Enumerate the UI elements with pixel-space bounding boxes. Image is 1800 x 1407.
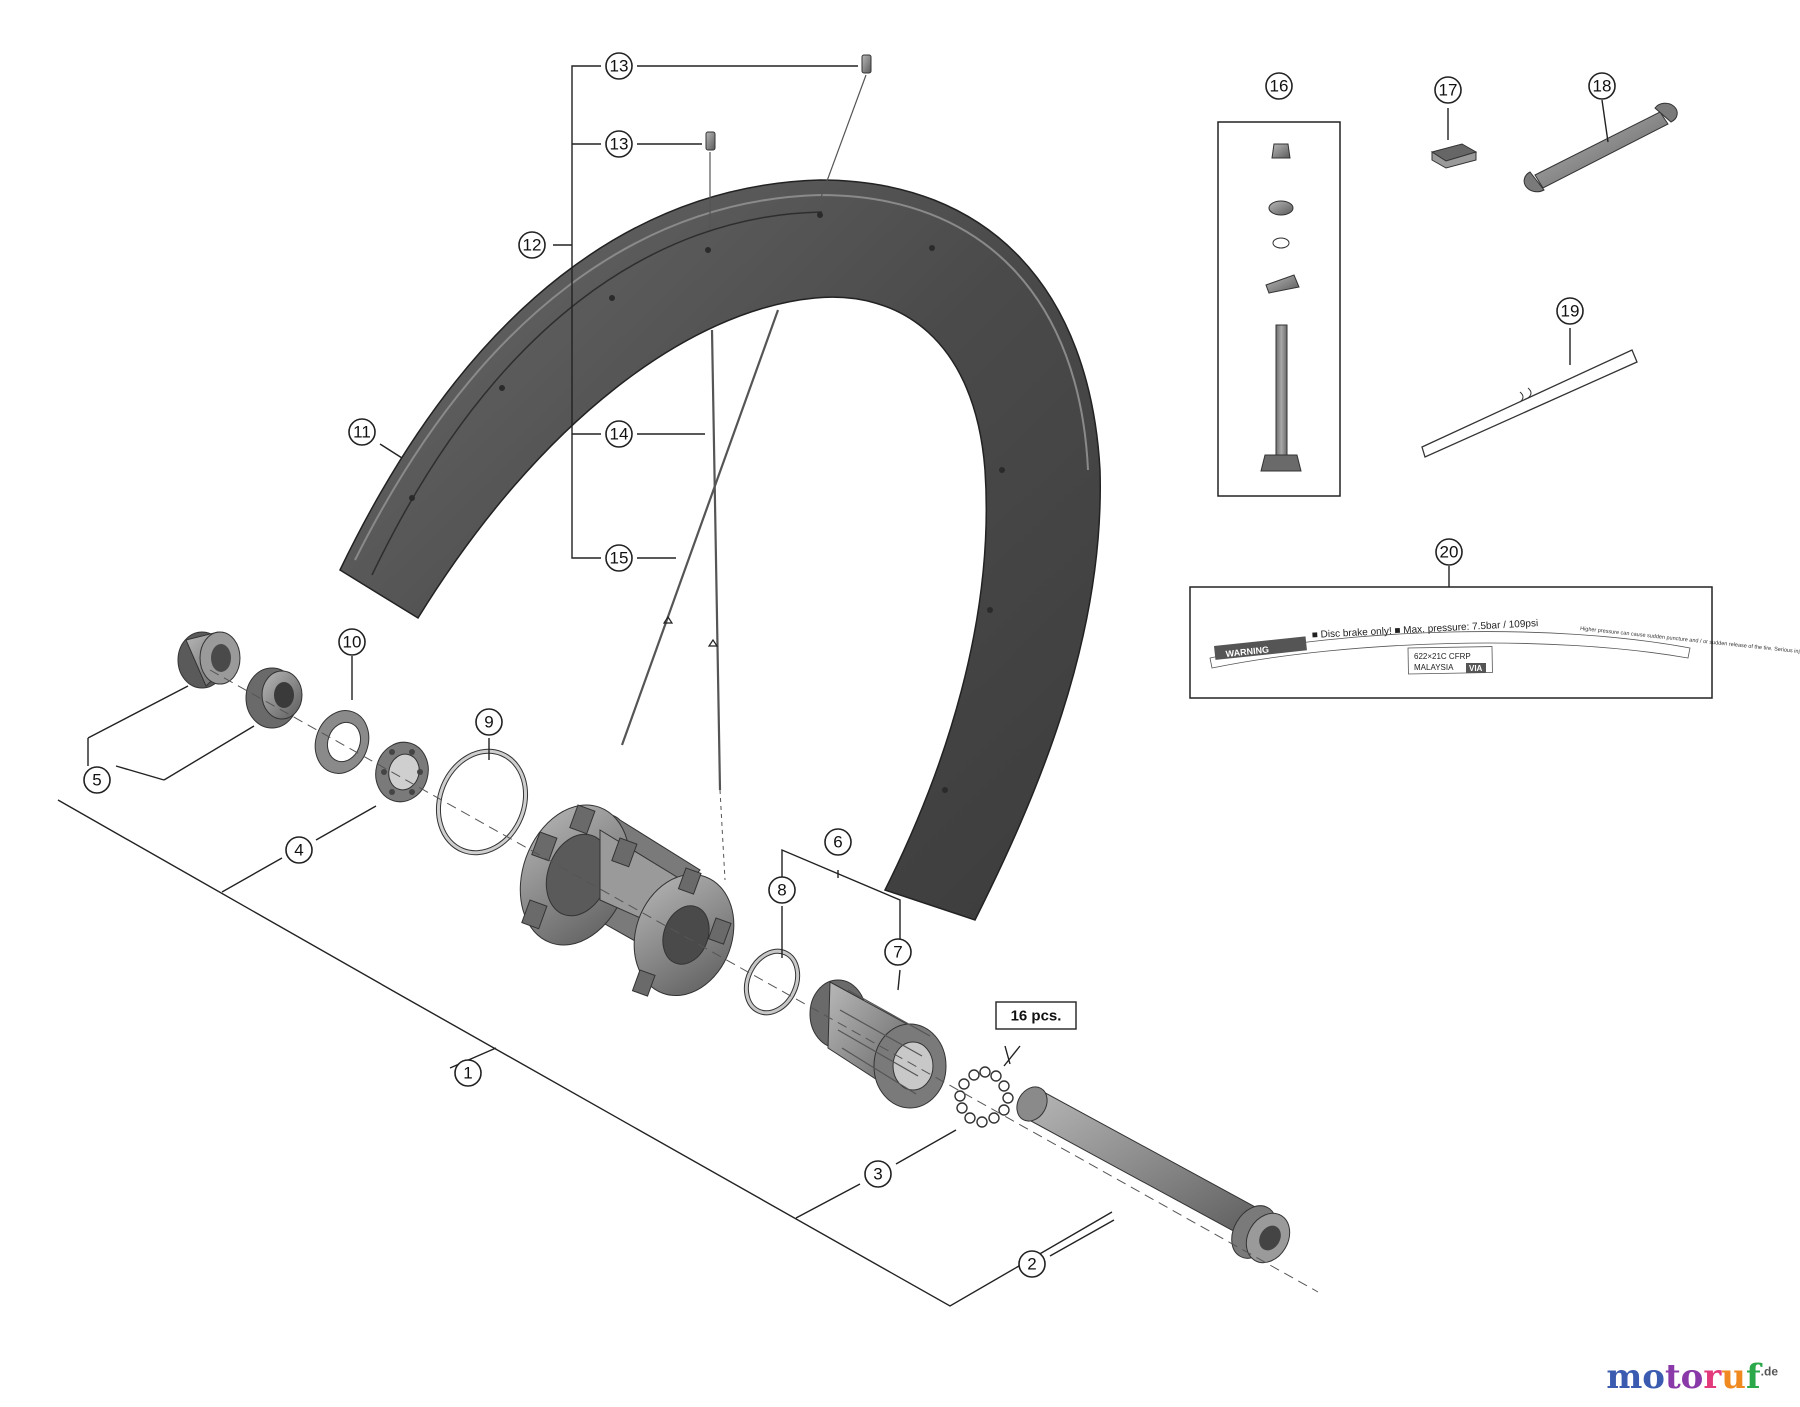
callout-5 [83,766,111,794]
callout-2-label: 2 [1027,1255,1036,1274]
bearing-4 [375,741,429,803]
callout-14 [605,420,633,448]
callout-13-mid [605,130,633,158]
valve-kit [1217,121,1341,497]
callout-6 [824,828,852,856]
decal-origin: MALAYSIA [1414,663,1454,672]
callout-19-label: 19 [1561,302,1580,321]
callouts [83,52,1616,1278]
seal-ring-8 [743,948,801,1016]
callout-10 [338,628,366,656]
rim-tape [1421,349,1638,458]
balls-quantity-box: 16 pcs. [995,1001,1077,1030]
callout-18 [1588,72,1616,100]
callout-11 [348,418,376,446]
callout-19 [1556,297,1584,325]
callout-2 [1018,1250,1046,1278]
callout-5-label: 5 [92,771,101,790]
callout-20 [1435,538,1463,566]
callout-7 [884,938,912,966]
callout-4-label: 4 [294,841,303,860]
nipple-top [861,54,872,74]
callout-13-top [605,52,633,80]
freehub-body-7 [809,979,947,1109]
callout-8-label: 8 [777,881,786,900]
callout-7-label: 7 [893,943,902,962]
callout-1-label: 1 [463,1064,472,1083]
decal-brand: VIA [1469,664,1483,673]
callout-12-label: 12 [523,236,542,255]
callout-10-label: 10 [343,633,362,652]
decal-warning: WARNING [1225,644,1269,658]
callout-9 [475,708,503,736]
hub-shell [519,804,735,997]
callout-13-top-label: 13 [610,57,629,76]
callout-12 [518,231,546,259]
rim-spoke-holes [409,212,1005,793]
dust-cap-inner [245,667,303,729]
spokes [620,309,780,791]
callout-18-label: 18 [1593,77,1612,96]
callout-3 [864,1160,892,1188]
callout-15-label: 15 [610,549,629,568]
callout-4 [285,836,313,864]
nipple-middle [705,131,716,151]
callout-14-label: 14 [610,425,629,444]
decal-box: WARNING ■ Disc brake only! ■ Max. pressu… [1189,586,1800,699]
rim [339,179,1101,921]
callout-17-label: 17 [1439,81,1458,100]
watermark: motoruf.de [1606,1357,1778,1397]
callout-15 [605,544,633,572]
spoke-wrench [1523,102,1678,193]
decal-size: 622×21C CFRP [1414,652,1471,661]
callout-17 [1434,76,1462,104]
callout-11-label: 11 [353,423,371,442]
retaining-ring-9 [435,748,529,856]
watermark-tld: .de [1760,1364,1778,1379]
callout-8 [768,876,796,904]
callout-16 [1265,72,1293,100]
callout-3-label: 3 [873,1165,882,1184]
dust-cap-outer [177,631,241,689]
callout-20-label: 20 [1440,543,1459,562]
axle-2 [1016,1086,1291,1264]
valve-seal [1430,143,1478,169]
callout-13-mid-label: 13 [610,135,629,154]
washer-10 [314,710,370,774]
steel-balls-3 [954,1066,1014,1128]
callout-9-label: 9 [484,713,493,732]
callout-6-label: 6 [833,833,842,852]
callout-16-label: 16 [1270,77,1289,96]
balls-quantity-label: 16 pcs. [1011,1008,1062,1025]
callout-1 [454,1059,482,1087]
